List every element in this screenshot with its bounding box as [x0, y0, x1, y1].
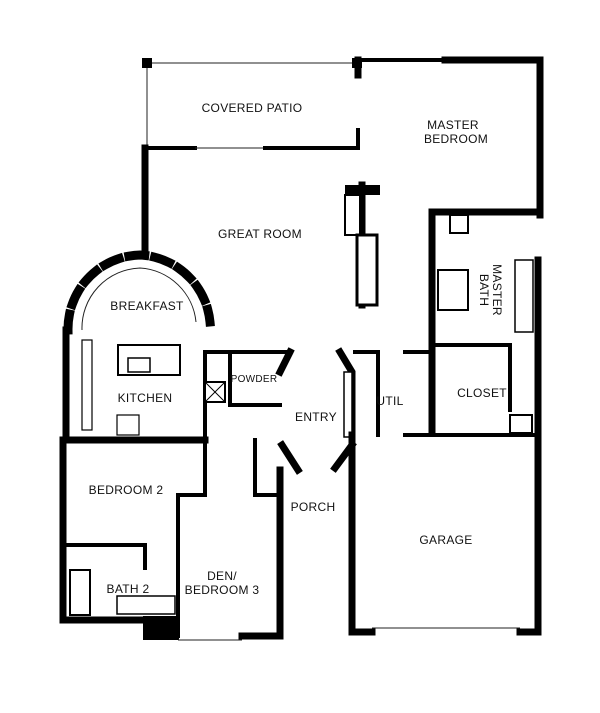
- walls: [59, 56, 544, 641]
- cooktop-icon: [116, 414, 140, 436]
- label-master-bath-1: MASTER: [490, 264, 504, 316]
- label-den-2: BEDROOM 3: [185, 583, 260, 597]
- label-master-bath-2: BATH: [477, 274, 491, 306]
- label-kitchen: KITCHEN: [118, 391, 173, 405]
- label-closet: CLOSET: [457, 386, 507, 400]
- water-heater-icon: [509, 414, 533, 434]
- vanity-icon: [116, 595, 176, 615]
- bathtub-icon: [69, 569, 91, 616]
- label-bath-2: BATH 2: [107, 582, 150, 596]
- bath-vanity-icon: [514, 259, 534, 333]
- patio-post: [142, 58, 152, 68]
- label-great-room: GREAT ROOM: [218, 227, 302, 241]
- fireplace-hearth: [344, 194, 361, 236]
- wall-block: [143, 616, 179, 640]
- linen-icon: [449, 214, 469, 234]
- label-powder: POWDER: [231, 374, 278, 385]
- media-niche: [355, 233, 379, 307]
- label-master-bedroom-1: MASTER: [427, 118, 479, 132]
- label-util: UTIL: [376, 394, 403, 408]
- shower-icon: [437, 269, 469, 311]
- label-master-bedroom-2: BEDROOM: [424, 132, 488, 146]
- label-bedroom-2: BEDROOM 2: [89, 483, 164, 497]
- room-labels: COVERED PATIO MASTER BEDROOM GREAT ROOM …: [89, 101, 507, 597]
- label-porch: PORCH: [291, 500, 336, 514]
- label-entry: ENTRY: [295, 410, 337, 424]
- label-breakfast: BREAKFAST: [110, 299, 184, 313]
- fireplace: [345, 185, 380, 195]
- label-den-1: DEN/: [207, 569, 237, 583]
- label-garage: GARAGE: [419, 533, 472, 547]
- sink-icon: [127, 357, 151, 373]
- label-covered-patio: COVERED PATIO: [202, 101, 303, 115]
